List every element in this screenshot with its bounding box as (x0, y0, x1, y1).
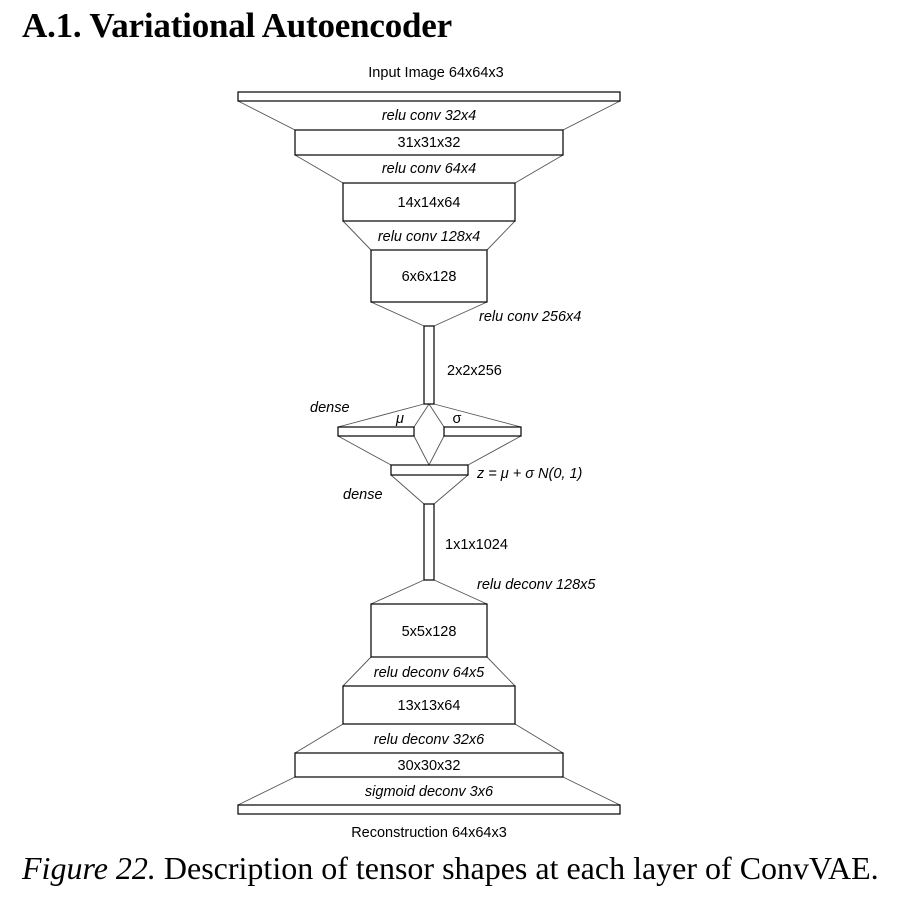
decoder-tensor-0-box (423, 503, 435, 581)
caption-text: Description of tensor shapes at each lay… (155, 850, 879, 886)
dense-out-label: dense (343, 487, 383, 503)
input-layer-box (237, 91, 621, 102)
encoder-connectors (237, 100, 621, 327)
output-layer-box (237, 804, 621, 815)
connector (428, 403, 445, 428)
connector (562, 776, 621, 806)
figure-number: Figure 22. (22, 850, 156, 886)
connector (294, 723, 344, 754)
connector (337, 403, 425, 428)
sigma-label: σ (453, 411, 462, 427)
connector (237, 100, 296, 131)
z-equation-text: z = μ + σ N(0, 1) (476, 466, 582, 482)
connector (433, 403, 522, 428)
decoder-connectors (237, 579, 621, 806)
encoder-tensor-1-box (294, 129, 564, 156)
deconv2-label: relu deconv 64x5 (374, 665, 485, 681)
decoder-tensor-3-box (294, 752, 564, 778)
z-box (390, 464, 469, 476)
deconv3-label: relu deconv 32x6 (374, 732, 485, 748)
encoder-tensor-4-label: 2x2x256 (447, 363, 502, 379)
deconv4-label: sigmoid deconv 3x6 (365, 784, 494, 800)
connector (342, 220, 372, 251)
connector (428, 435, 445, 466)
connector (413, 403, 430, 428)
section-heading: A.1. Variational Autoencoder (22, 6, 452, 45)
z-equation-label: z = μ + σ N(0, 1) (476, 466, 582, 482)
encoder-tensor-2-box (342, 182, 516, 222)
connector (294, 154, 344, 184)
connector (337, 435, 392, 466)
mu-label: μ (395, 411, 404, 427)
connector (514, 723, 564, 754)
conv3-label: relu conv 128x4 (378, 229, 480, 245)
decoder-tensor-1-label: 5x5x128 (402, 624, 457, 640)
sigma-box (443, 426, 522, 437)
connector (237, 776, 296, 806)
encoder-tensor-3-label: 6x6x128 (402, 269, 457, 285)
connector (413, 435, 430, 466)
connector (514, 154, 564, 184)
decoder-tensor-0-label: 1x1x1024 (445, 537, 508, 553)
connector (433, 474, 469, 505)
connector (370, 579, 425, 605)
conv2-label: relu conv 64x4 (382, 161, 476, 177)
figure-caption: Figure 22. Description of tensor shapes … (22, 850, 879, 887)
dense-in-label: dense (310, 400, 350, 416)
conv1-label: relu conv 32x4 (382, 108, 476, 124)
latent-connectors (337, 403, 522, 505)
connector (486, 656, 516, 687)
decoder-tensor-1-box (370, 603, 488, 658)
encoder-tensor-3-box (370, 249, 488, 303)
connector (433, 579, 488, 605)
connector (562, 100, 621, 131)
deconv1-label: relu deconv 128x5 (477, 577, 596, 593)
connector (390, 474, 425, 505)
conv4-label: relu conv 256x4 (479, 309, 581, 325)
encoder-tensor-4-box (423, 325, 435, 405)
convvae-diagram: Input Image 64x64x3 relu conv 32x4 31x31… (237, 65, 621, 841)
output-label: Reconstruction 64x64x3 (351, 825, 507, 841)
encoder-tensor-2-label: 14x14x64 (398, 195, 461, 211)
connector (370, 301, 425, 327)
input-label: Input Image 64x64x3 (368, 65, 503, 81)
decoder-tensor-2-label: 13x13x64 (398, 698, 461, 714)
mu-box (337, 426, 415, 437)
connector (342, 656, 372, 687)
decoder-tensor-3-label: 30x30x32 (398, 758, 461, 774)
encoder-tensor-1-label: 31x31x32 (398, 135, 461, 151)
decoder-tensor-2-box (342, 685, 516, 725)
connector (467, 435, 522, 466)
connector (486, 220, 516, 251)
connector (433, 301, 488, 327)
